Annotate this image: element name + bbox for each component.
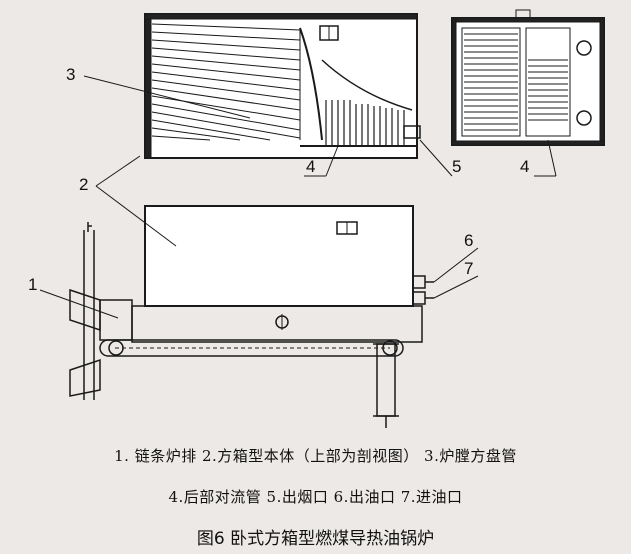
section-view: [144, 13, 421, 159]
label-6: 6: [464, 231, 473, 250]
label-4-right: 4: [520, 157, 529, 176]
oil-valves: [412, 275, 434, 305]
label-5: 5: [452, 157, 461, 176]
end-view: [451, 9, 605, 146]
label-1: 1: [28, 275, 37, 294]
legend-line-2: 4.后部对流管 5.出烟口 6.出油口 7.进油口: [168, 488, 463, 506]
furnace-coil-tubes: [151, 23, 323, 141]
coal-hopper: [69, 222, 133, 400]
side-view: [69, 205, 434, 428]
leader-lines: [39, 75, 557, 319]
boiler-diagram: 3 2 4 5 4 6 7 1: [28, 9, 605, 428]
figure-caption: 图6 卧式方箱型燃煤导热油锅炉: [196, 529, 435, 549]
legend-line-1: 1. 链条炉排 2.方箱型本体（上部为剖视图） 3.炉膛方盘管: [114, 447, 517, 465]
rear-convection-tubes: [321, 59, 413, 145]
label-7: 7: [464, 259, 473, 278]
label-4-left: 4: [306, 157, 315, 176]
ash-cylinder: [373, 343, 399, 428]
label-2: 2: [79, 175, 88, 194]
label-3: 3: [66, 65, 75, 84]
